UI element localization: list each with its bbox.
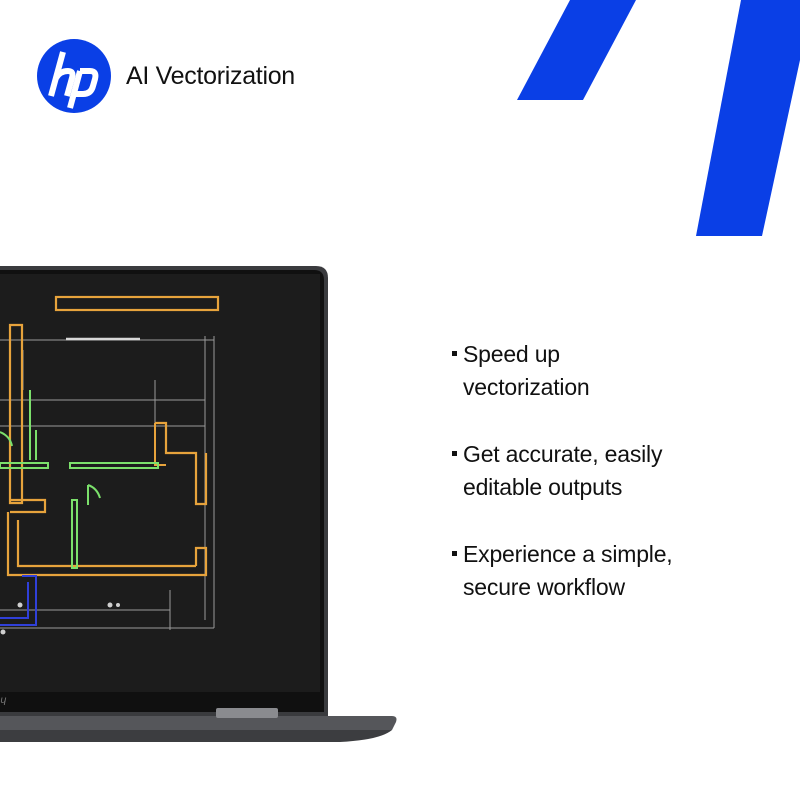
feature-line: secure workflow: [463, 574, 625, 600]
feature-item: Get accurate, easily editable outputs: [452, 438, 782, 504]
stripe-short: [517, 0, 636, 100]
bullet-marker: [452, 451, 457, 456]
bullet-marker: [452, 551, 457, 556]
feature-line: editable outputs: [463, 474, 623, 500]
feature-line: Speed up: [463, 341, 560, 367]
stripe-long: [696, 0, 800, 236]
svg-text:ɥ: ɥ: [0, 695, 7, 706]
brand-title: AI Vectorization: [126, 61, 295, 90]
bullet-marker: [452, 351, 457, 356]
laptop-hinge: [216, 708, 278, 718]
brand-header: AI Vectorization: [36, 38, 295, 114]
feature-line: vectorization: [463, 374, 590, 400]
laptop-screen: [0, 274, 320, 692]
feature-line: Get accurate, easily: [463, 441, 663, 467]
laptop-illustration: ɥ: [0, 266, 397, 742]
cad-floor-plan: [0, 295, 220, 635]
feature-list: Speed up vectorization Get accurate, eas…: [452, 338, 782, 638]
feature-line: Experience a simple,: [463, 541, 673, 567]
feature-item: Experience a simple, secure workflow: [452, 538, 782, 604]
decorative-stripes: [517, 0, 800, 236]
feature-item: Speed up vectorization: [452, 338, 782, 404]
hp-logo: [37, 39, 111, 113]
